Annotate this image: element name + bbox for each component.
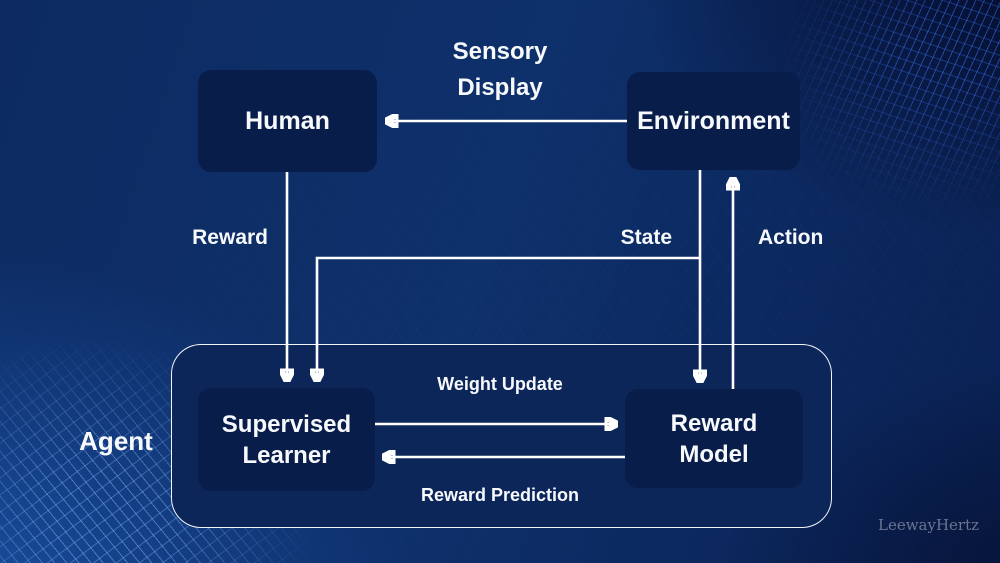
node-human: Human <box>198 70 377 172</box>
edge-label-sensory-display-line2: Display <box>457 74 543 101</box>
node-reward-model: Reward Model <box>625 389 803 488</box>
node-environment: Environment <box>627 72 800 170</box>
brand-watermark: LeewayHertz <box>878 516 980 534</box>
edge-label-sensory-display: Sensory Display <box>400 34 600 106</box>
edge-label-state: State <box>620 226 672 249</box>
node-human-label: Human <box>245 106 330 135</box>
state-branch-arrow <box>317 256 700 379</box>
edge-label-sensory-display-line1: Sensory <box>452 38 548 65</box>
agent-label: Agent <box>79 426 153 456</box>
edge-label-reward-prediction: Reward Prediction <box>420 485 580 505</box>
edge-label-action: Action <box>758 226 824 249</box>
node-reward-model-label-line1: Reward <box>670 409 758 437</box>
node-environment-label: Environment <box>637 106 790 135</box>
node-reward-model-label-line2: Model <box>679 440 749 468</box>
node-supervised-learner: Supervised Learner <box>198 388 375 491</box>
node-supervised-learner-label-line1: Supervised <box>221 410 352 438</box>
edge-label-reward: Reward <box>192 226 268 249</box>
node-supervised-learner-label-line2: Learner <box>242 441 331 469</box>
edge-label-weight-update: Weight Update <box>437 374 563 394</box>
